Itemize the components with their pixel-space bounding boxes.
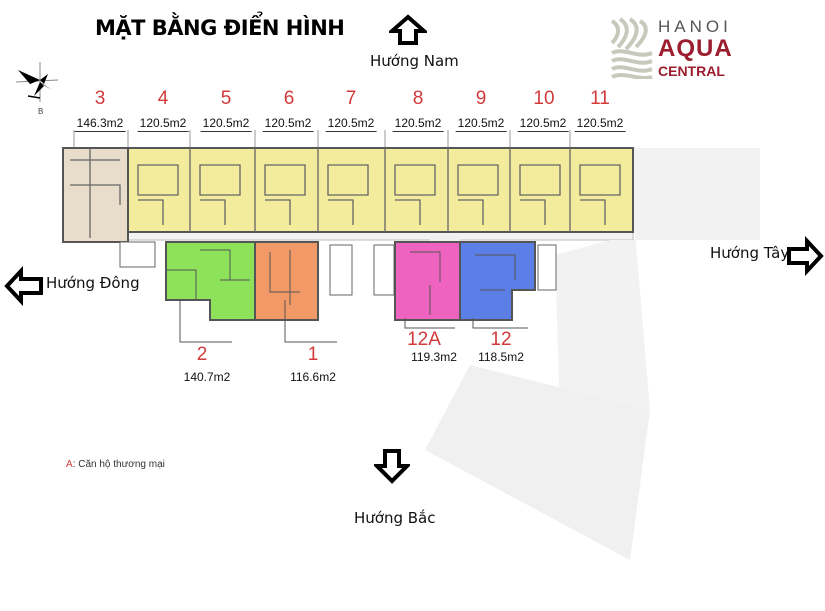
unit-12 [459, 241, 536, 321]
unit-1 [254, 241, 319, 321]
unit-area: 120.5m2 [200, 116, 252, 132]
unit-number: 6 [283, 88, 295, 109]
unit-area: 120.5m2 [262, 116, 314, 132]
direction-south: Hướng Bắc [354, 509, 436, 527]
unit-number: 12A [407, 329, 441, 350]
unit-area: 120.5m2 [455, 116, 507, 132]
units-4-11 [127, 147, 634, 233]
unit-number: 5 [220, 88, 232, 109]
unit-number: 1 [307, 344, 319, 365]
arrow-down-icon [374, 449, 410, 484]
unit-area: 116.6m2 [290, 370, 336, 384]
direction-east: Hướng Đông [46, 274, 140, 292]
unit-number: 9 [475, 88, 487, 109]
unit-number: 3 [94, 88, 106, 109]
compass-icon [15, 62, 59, 102]
direction-north: Hướng Nam [370, 52, 459, 70]
unit-3 [62, 147, 129, 243]
compass-label: B [38, 107, 44, 116]
unit-area: 120.5m2 [574, 116, 626, 132]
legend-text: : Căn hộ thương mại [72, 459, 165, 470]
unit-number: 7 [345, 88, 357, 109]
unit-area: 119.3m2 [411, 350, 457, 364]
unit-number: 4 [157, 88, 169, 109]
unit-area: 120.5m2 [517, 116, 569, 132]
legend-key: A [66, 459, 73, 470]
unit-number: 10 [533, 88, 555, 109]
unit-2 [165, 241, 256, 321]
unit-area: 118.5m2 [478, 350, 524, 364]
arrow-up-icon [389, 14, 427, 45]
arrow-right-icon [787, 236, 824, 276]
logo-line2: AQUA [658, 35, 733, 62]
unit-number: 8 [412, 88, 424, 109]
unit-area: 120.5m2 [392, 116, 444, 132]
unit-area: 120.5m2 [137, 116, 189, 132]
logo-line3: CENTRAL [658, 63, 725, 79]
unit-number: 2 [196, 344, 208, 365]
unit-area: 140.7m2 [183, 370, 231, 384]
unit-number: 12 [490, 329, 512, 350]
logo-line1: HANOI [658, 17, 732, 36]
page-title: MẶT BẰNG ĐIỂN HÌNH [95, 16, 345, 40]
unit-area: 120.5m2 [325, 116, 377, 132]
arrow-left-icon [4, 266, 43, 306]
unit-area: 146.3m2 [74, 116, 126, 132]
direction-west: Hướng Tây [710, 244, 790, 262]
unit-number: 11 [590, 88, 610, 109]
legend: A: Căn hộ thương mại [66, 459, 165, 470]
unit-12a [394, 241, 461, 321]
logo-waves-icon [610, 17, 653, 79]
